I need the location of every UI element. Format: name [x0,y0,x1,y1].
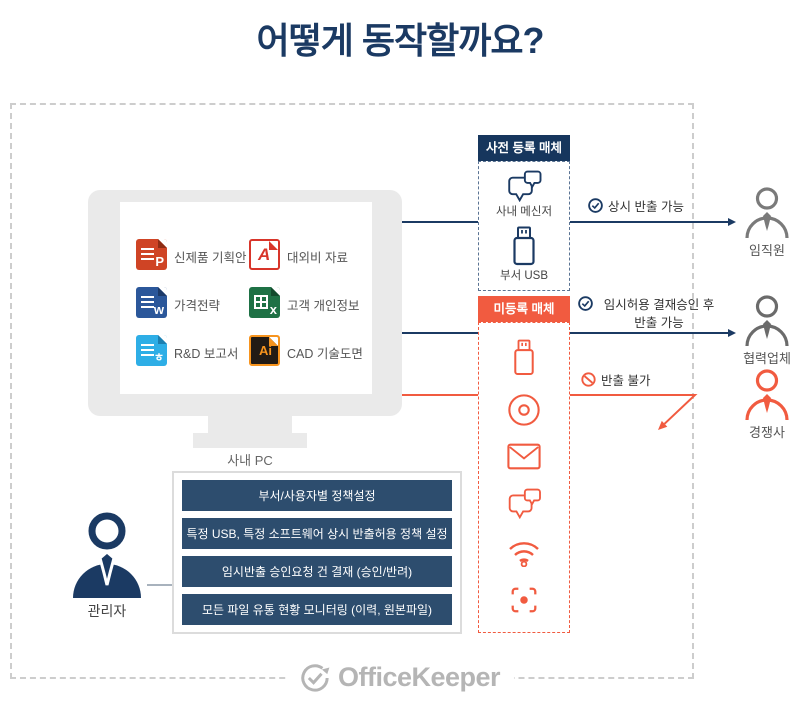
flow3-blocked-line [568,394,698,430]
logo-text: OfficeKeeper [337,662,501,692]
competitor-label: 경쟁사 [749,425,785,440]
doc-label: 신제품 기획안 [174,251,247,265]
mail-icon [507,443,541,470]
registered-media-box: 사내 메신저 부서 USB [478,161,570,291]
flow2-arrow-line [568,329,736,337]
partner-label: 협력업체 [743,351,791,366]
policy-item: 모든 파일 유통 현황 모니터링 (이력, 원본파일) [182,594,452,625]
file-letter: A [258,245,271,264]
file-letter: w [153,302,164,317]
page-title: 어떻게 동작할까요? [256,20,545,61]
doc-label: CAD 기술도면 [287,347,363,361]
admin-label: 관리자 [87,603,127,619]
usb-icon [514,340,534,376]
capture-icon [511,587,537,612]
employee-label: 임직원 [749,243,785,258]
policy-item: 임시반출 승인요청 건 결재 (승인/반려) [182,556,452,587]
doc-label: R&D 보고서 [174,347,239,361]
registered-media-header: 사전 등록 매체 [478,135,570,161]
flow1-line-left [402,221,478,223]
file-letter: ㅎ [153,352,164,364]
pdf-file-icon: A [249,239,280,270]
flow2-label: 임시허용 결재승인 후 반출 가능 [578,296,720,332]
doc-label: 대외비 자료 [287,251,348,265]
illustrator-file-icon: Ai [249,335,280,366]
registered-item-label: 부서 USB [499,270,548,282]
policy-item: 부서/사용자별 정책설정 [182,480,452,511]
admin-person-icon [68,510,146,598]
monitor-stand-base [193,433,307,448]
officekeeper-logo: OfficeKeeper [285,662,515,693]
file-letter: x [269,302,277,317]
text-lines-glyph [141,344,154,346]
messenger-icon [508,170,542,202]
flow3-line-left [402,394,478,396]
flow3-label: 반출 불가 [581,372,650,390]
text-lines-glyph [141,248,154,250]
monitor-label: 사내 PC [227,453,273,468]
ban-icon [581,372,596,387]
doc-label: 고객 개인정보 [287,299,360,313]
text-lines-glyph [141,296,154,298]
powerpoint-file-icon: P [136,239,167,270]
admin-connector-line [147,584,172,586]
hwp-file-icon: ㅎ [136,335,167,366]
file-letter: Ai [259,343,272,358]
flow2-line-left [402,332,478,334]
check-circle-icon [588,198,603,213]
admin-policy-panel: 부서/사용자별 정책설정 특정 USB, 특정 소프트웨어 상시 반출허용 정책… [172,471,462,634]
flow1-label: 상시 반출 가능 [588,198,684,216]
excel-file-icon: x [249,287,280,318]
file-letter: P [155,254,164,269]
doc-label: 가격전략 [174,299,221,313]
competitor-person-icon [744,368,790,420]
wifi-icon [509,542,539,568]
logo-check-circle-icon [301,663,330,692]
usb-icon [513,226,535,266]
unregistered-media-box [478,322,570,633]
cd-icon [508,394,540,426]
policy-item: 특정 USB, 특정 소프트웨어 상시 반출허용 정책 설정 [182,518,452,549]
unregistered-media-header: 미등록 매체 [478,296,570,322]
monitor-stand-neck [208,416,292,433]
spreadsheet-grid-glyph [254,295,268,309]
flow1-arrow-line [570,218,736,226]
registered-item-label: 사내 메신저 [495,206,553,218]
partner-person-icon [744,294,790,346]
employee-person-icon [744,186,790,238]
word-file-icon: w [136,287,167,318]
check-circle-icon [578,296,593,311]
messenger-icon [508,488,541,519]
